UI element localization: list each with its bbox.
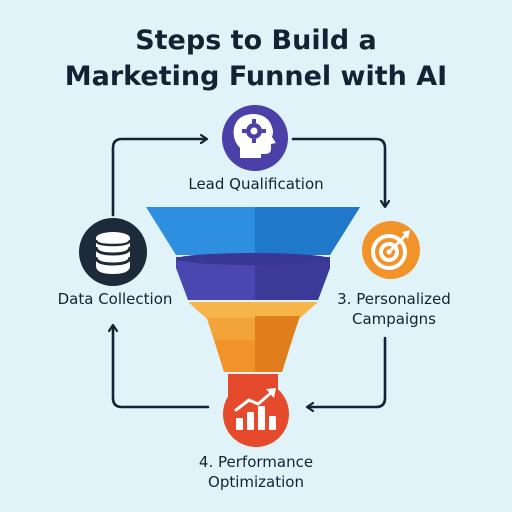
arrow-to-personalized-campaigns — [291, 137, 385, 206]
growth-chart-icon — [234, 388, 276, 430]
target-icon — [371, 230, 410, 270]
title-line-2: Marketing Funnel with AI — [64, 61, 448, 92]
data-collection-node — [79, 218, 147, 286]
lead-qualification-node — [222, 105, 288, 171]
label-performance-optimization-line-1: 4. Performance — [198, 453, 314, 471]
label-lead-qualification: Lead Qualification — [188, 175, 324, 193]
cycle-arrows — [113, 139, 385, 407]
label-data-collection: Data Collection — [57, 290, 173, 308]
funnel — [146, 207, 360, 396]
label-personalized-campaigns-line-2: Campaigns — [351, 310, 436, 328]
label-personalized-campaigns-line-1: 3. Personalized — [337, 290, 451, 308]
arrow-to-lead-qualification — [111, 139, 206, 217]
performance-optimization-node — [223, 381, 289, 447]
personalized-campaigns-node — [362, 221, 420, 279]
label-performance-optimization-line-2: Optimization — [208, 473, 304, 491]
arrow-to-performance-optimization — [308, 336, 387, 407]
arrow-to-data-collection — [113, 326, 210, 409]
database-icon — [94, 232, 132, 274]
title-line-1: Steps to Build a — [135, 25, 377, 56]
head-gear-icon — [233, 114, 276, 158]
